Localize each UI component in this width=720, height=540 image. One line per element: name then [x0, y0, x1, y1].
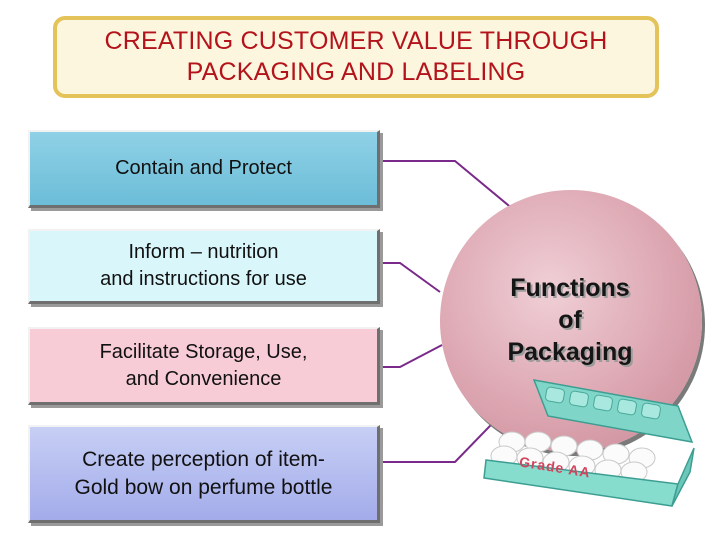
function-box-inform: Inform – nutrition and instructions for … — [28, 229, 380, 304]
connector-1 — [380, 160, 521, 216]
function-label: Create perception of item- Gold bow on p… — [74, 447, 333, 499]
function-label: Facilitate Storage, Use, and Convenience — [99, 340, 308, 390]
function-box-facilitate: Facilitate Storage, Use, and Convenience — [28, 327, 380, 405]
function-box-contain-protect: Contain and Protect — [28, 130, 380, 208]
function-label: Inform – nutrition and instructions for … — [100, 241, 307, 290]
title-banner: CREATING CUSTOMER VALUE THROUGH PACKAGIN… — [53, 16, 659, 98]
function-box-perception: Create perception of item- Gold bow on p… — [28, 425, 380, 523]
function-label: Contain and Protect — [115, 157, 292, 179]
slide-title: CREATING CUSTOMER VALUE THROUGH PACKAGIN… — [104, 27, 608, 86]
egg-carton-icon — [483, 379, 695, 507]
connector-2 — [380, 262, 441, 293]
connector-3 — [380, 344, 443, 368]
center-label: Functions of Packaging — [507, 274, 633, 366]
